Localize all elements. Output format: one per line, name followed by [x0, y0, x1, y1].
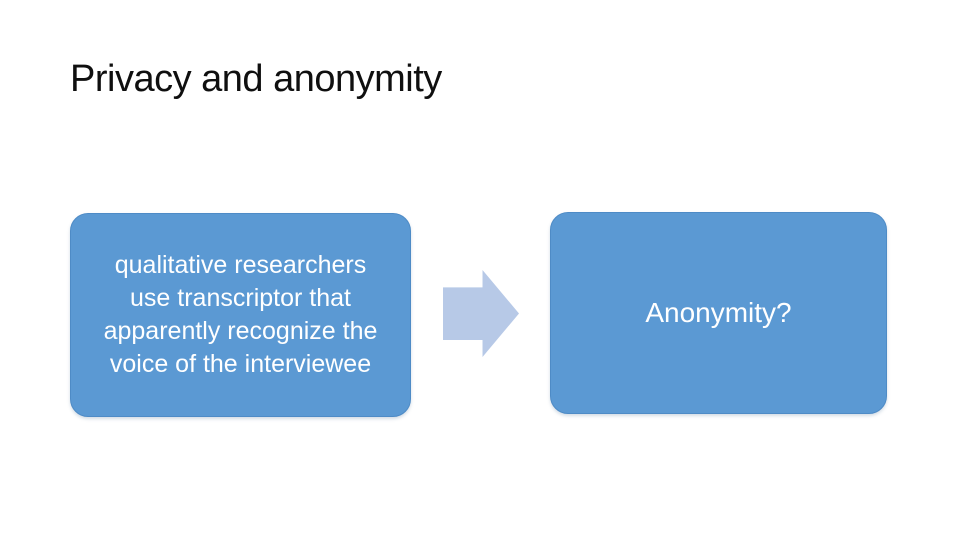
right-content-box: Anonymity?: [550, 212, 887, 414]
left-content-box: qualitative researchers use transcriptor…: [70, 213, 411, 417]
left-box-text-line: use transcriptor that: [130, 284, 351, 312]
right-arrow-icon: [443, 270, 519, 357]
left-box-text-line: voice of the interviewee: [109, 350, 372, 378]
left-box-text-line: apparently recognize the: [103, 317, 378, 345]
slide-title: Privacy and anonymity: [70, 58, 442, 100]
left-box-text-line: qualitative researchers: [114, 251, 367, 279]
right-box-label: Anonymity?: [645, 297, 792, 328]
